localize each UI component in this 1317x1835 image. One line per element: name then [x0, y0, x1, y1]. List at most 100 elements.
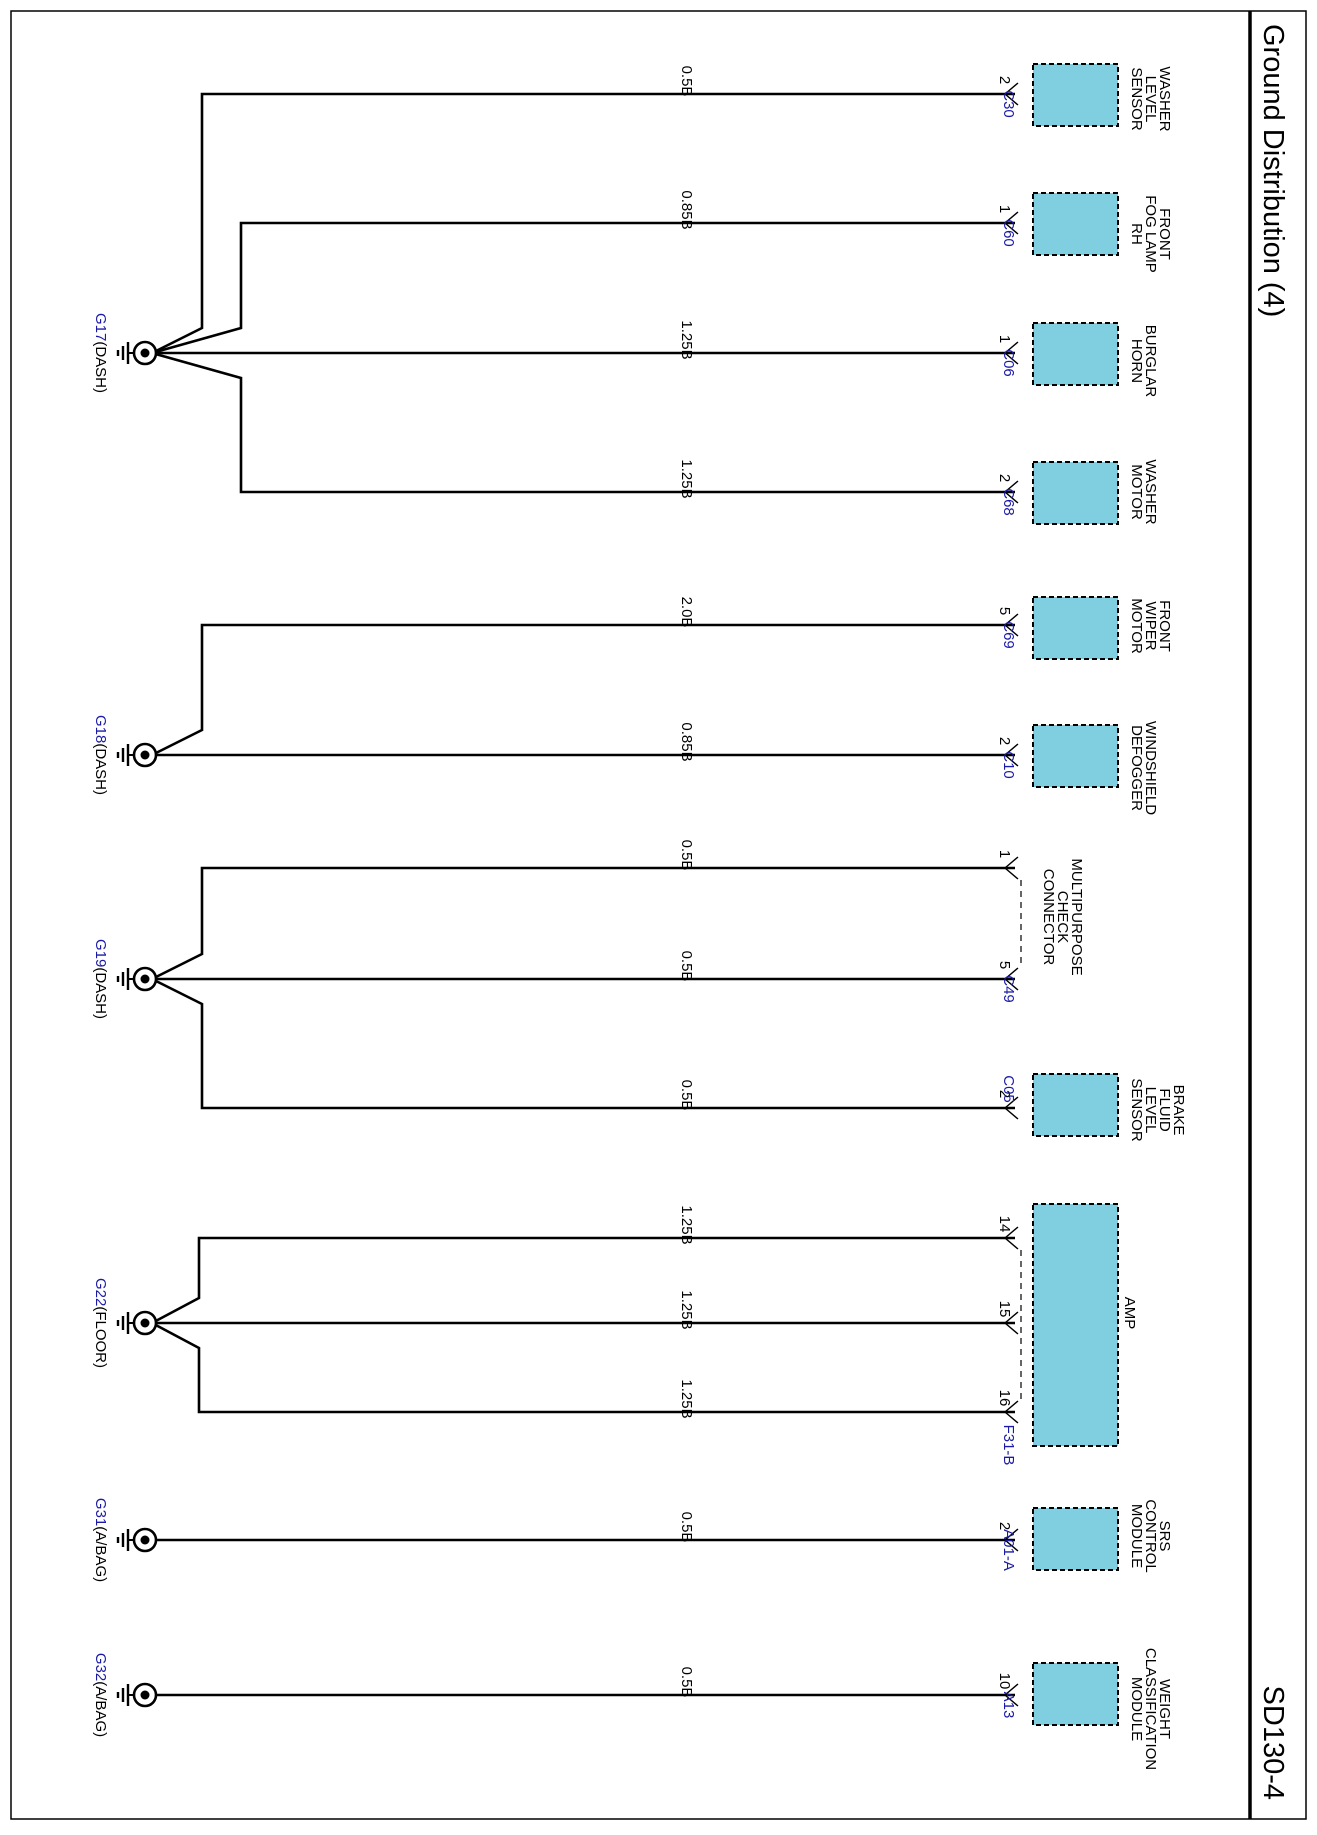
connector-pin-symbol [1003, 1683, 1019, 1707]
connector-pin-symbol [1003, 1528, 1019, 1552]
pin-number: 2 [996, 737, 1013, 745]
ground-label: G19(DASH) [92, 939, 109, 1019]
page-title: Ground Distribution (4) [1257, 24, 1289, 317]
wire-spec-label: 0.5B [678, 66, 695, 97]
component-body [1032, 1662, 1119, 1726]
connector-pin-symbol [1003, 743, 1019, 767]
ground-location: (DASH) [92, 967, 109, 1019]
wire-spec-label: 1.25B [678, 1379, 695, 1418]
ground-g18: G18(DASH) [92, 715, 158, 795]
ground-g22: G22(FLOOR) [92, 1278, 158, 1368]
ground-location: (DASH) [92, 341, 109, 393]
component-name-line: FRONT [1156, 208, 1173, 260]
connector-code: A13 [1000, 1692, 1017, 1719]
connector-pin-symbol [1003, 1096, 1019, 1120]
pin-number: 2 [996, 1090, 1013, 1098]
wire-spec-label: 0.5B [678, 1512, 695, 1543]
component-name-line: DEFOGGER [1128, 725, 1145, 811]
component-name-line: MOTOR [1128, 598, 1145, 654]
connector-code: C05 [1000, 1075, 1017, 1103]
ground-code: G18 [92, 715, 109, 743]
component-name-line: LEVEL [1142, 1087, 1159, 1134]
connector-pin-symbol [1003, 1226, 1019, 1250]
component-name-line: AMP [1121, 1297, 1138, 1330]
pin-number: 14 [996, 1216, 1013, 1233]
connector-pin-symbol [1003, 613, 1019, 637]
component-name-line: CONTROL [1142, 1499, 1159, 1572]
component-body [1032, 63, 1119, 127]
pin-number: 10 [996, 1673, 1013, 1690]
component-body [1032, 724, 1119, 788]
ground-code: G32 [92, 1653, 109, 1681]
ground-code: G17 [92, 313, 109, 341]
wire-spec-label: 1.25B [678, 1290, 695, 1329]
connector-pin-symbol [1003, 480, 1019, 504]
wire [151, 1321, 1015, 1414]
ground-symbol-icon [116, 1529, 133, 1551]
pin-number: 16 [996, 1390, 1013, 1407]
ground-label: G17(DASH) [92, 313, 109, 393]
ground-eyelet-center [140, 1318, 150, 1328]
component-name-line: LEVEL [1142, 76, 1159, 123]
ground-g32: G32(A/BAG) [92, 1653, 158, 1737]
component-name-line: CLASSIFICATION [1142, 1648, 1159, 1770]
ground-g19: G19(DASH) [92, 939, 158, 1019]
page-code: SD130-4 [1257, 1686, 1289, 1800]
connector-code: C49 [1000, 975, 1017, 1003]
component-name-line: SENSOR [1128, 1078, 1145, 1142]
ground-eyelet-center [140, 750, 150, 760]
pin-number: 2 [996, 76, 1013, 84]
ground-symbol-icon [116, 1312, 133, 1334]
wire-spec-label: 0.5B [678, 840, 695, 871]
component-name-line: WASHER [1156, 66, 1173, 131]
connector-code: A01-A [1000, 1529, 1017, 1571]
component-name-line: BRAKE [1170, 1085, 1187, 1136]
connector-pin-symbol [1003, 1400, 1019, 1424]
ground-symbol-icon [116, 968, 133, 990]
wire-spec-label: 1.25B [678, 459, 695, 498]
ground-symbol-icon [116, 1684, 133, 1706]
pin-number: 1 [996, 205, 1013, 213]
ground-code: G31 [92, 1498, 109, 1526]
component-name-line: MOTOR [1128, 464, 1145, 520]
connector-pin-symbol [1003, 856, 1019, 880]
wire-spec-label: 0.5B [678, 1667, 695, 1698]
component-body [1032, 1507, 1119, 1571]
ground-label: G31(A/BAG) [92, 1498, 109, 1582]
connector-code: C60 [1000, 219, 1017, 247]
component-name-line: HORN [1128, 339, 1145, 383]
ground-symbol-icon [116, 342, 133, 364]
component-name-line: WIPER [1142, 601, 1159, 650]
connector-pin-symbol [1003, 211, 1019, 235]
connector-pin-symbol [1003, 1311, 1019, 1335]
component-name-line: SRS [1156, 1521, 1173, 1552]
ground-eyelet-center [140, 348, 150, 358]
ground-label: G18(DASH) [92, 715, 109, 795]
component-body [1032, 596, 1119, 660]
component-name-line: FRONT [1156, 600, 1173, 652]
wire-spec-label: 1.25B [678, 1205, 695, 1244]
connector-pin-symbol [1003, 82, 1019, 106]
ground-g17: G17(DASH) [92, 313, 158, 393]
ground-location: (DASH) [92, 743, 109, 795]
grounds-layer: G17(DASH)G18(DASH)G19(DASH)G22(FLOOR)G31… [92, 313, 158, 1737]
connector-code: C68 [1000, 488, 1017, 516]
pin-number: 1 [996, 850, 1013, 858]
component-name-line: RH [1128, 223, 1145, 245]
connector-code: C06 [1000, 349, 1017, 377]
ground-eyelet-center [140, 1535, 150, 1545]
wire-spec-label: 2.0B [678, 597, 695, 628]
pin-number: 2 [996, 474, 1013, 482]
wire [151, 221, 1015, 355]
